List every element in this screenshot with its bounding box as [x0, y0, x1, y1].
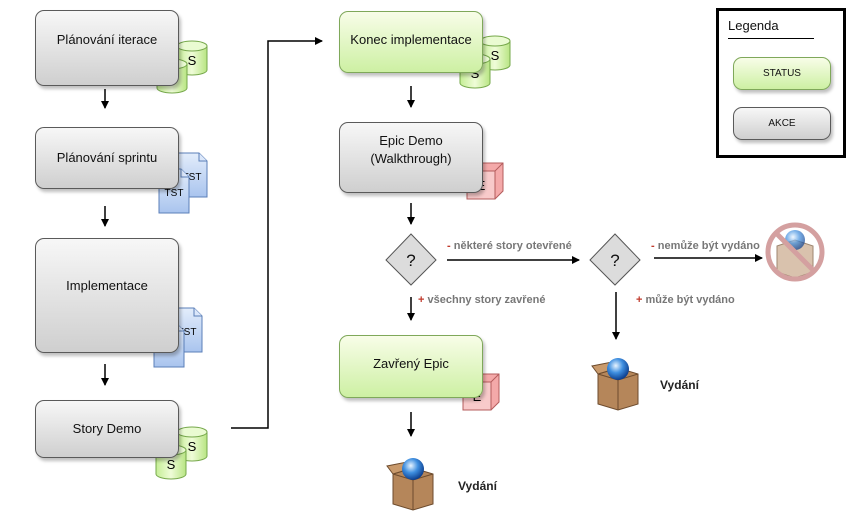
node-konec-implementace: Konec implementace: [339, 11, 483, 73]
label-all-closed: + všechny story zavřené: [418, 294, 546, 306]
decision-diamond-1: ?: [385, 233, 437, 286]
label-some-open: - některé story otevřené: [447, 240, 572, 252]
node-planovani-iterace: Plánování iterace: [35, 10, 179, 86]
node-konec-implementace-label: Konec implementace: [350, 32, 472, 48]
edge-storydemo-konec: [231, 37, 323, 429]
label-some-open-text: některé story otevřené: [453, 240, 572, 252]
node-story-demo: Story Demo: [35, 400, 179, 458]
node-zavreny-epic: Zavřený Epic: [339, 335, 483, 398]
release-box-icon: [591, 358, 639, 411]
label-cannot-release-text: nemůže být vydáno: [657, 240, 760, 252]
node-implementace-label: Implementace: [66, 277, 148, 293]
story-badge-label: S: [167, 457, 176, 472]
decision-diamond-2: ?: [589, 233, 641, 286]
node-planovani-iterace-label: Plánování iterace: [56, 32, 158, 48]
node-epic-demo: Epic Demo (Walkthrough): [339, 122, 483, 193]
label-can-release: + může být vydáno: [636, 294, 735, 306]
label-all-closed-sign: +: [418, 294, 425, 306]
node-story-demo-label: Story Demo: [72, 421, 142, 437]
release-box-icon: [386, 458, 434, 511]
test-badge-label: TST: [183, 172, 202, 183]
story-badge-label: S: [188, 53, 197, 68]
label-all-closed-text: všechny story zavřené: [427, 294, 546, 306]
label-some-open-sign: -: [447, 240, 451, 252]
legend-status: STATUS: [733, 57, 831, 90]
story-badge-label: S: [471, 66, 480, 81]
decision-2-symbol: ?: [610, 251, 619, 270]
label-can-release-text: může být vydáno: [645, 294, 735, 306]
no-release-icon: [765, 222, 825, 282]
legend-action: AKCE: [733, 107, 831, 140]
story-badge-label: S: [491, 48, 500, 63]
node-zavreny-epic-label: Zavřený Epic: [373, 355, 449, 371]
release-label-2: Vydání: [660, 378, 699, 392]
node-planovani-sprintu: Plánování sprintu: [35, 127, 179, 189]
decision-1-symbol: ?: [406, 251, 415, 270]
test-badge-label: TST: [165, 188, 184, 199]
release-label-1: Vydání: [458, 479, 497, 493]
legend-title-underline: [728, 38, 814, 39]
node-epic-demo-label: Epic Demo (Walkthrough): [370, 132, 452, 166]
node-planovani-sprintu-label: Plánování sprintu: [56, 150, 158, 166]
test-badge-label: TST: [178, 327, 197, 338]
legend-status-label: STATUS: [763, 67, 801, 79]
legend: Legenda STATUS AKCE: [716, 8, 846, 158]
label-cannot-release: - nemůže být vydáno: [651, 240, 760, 252]
node-implementace: Implementace: [35, 238, 179, 353]
label-can-release-sign: +: [636, 294, 643, 306]
legend-title: Legenda: [728, 18, 779, 33]
story-badge-label: S: [188, 439, 197, 454]
label-cannot-release-sign: -: [651, 240, 655, 252]
legend-action-label: AKCE: [768, 117, 796, 129]
